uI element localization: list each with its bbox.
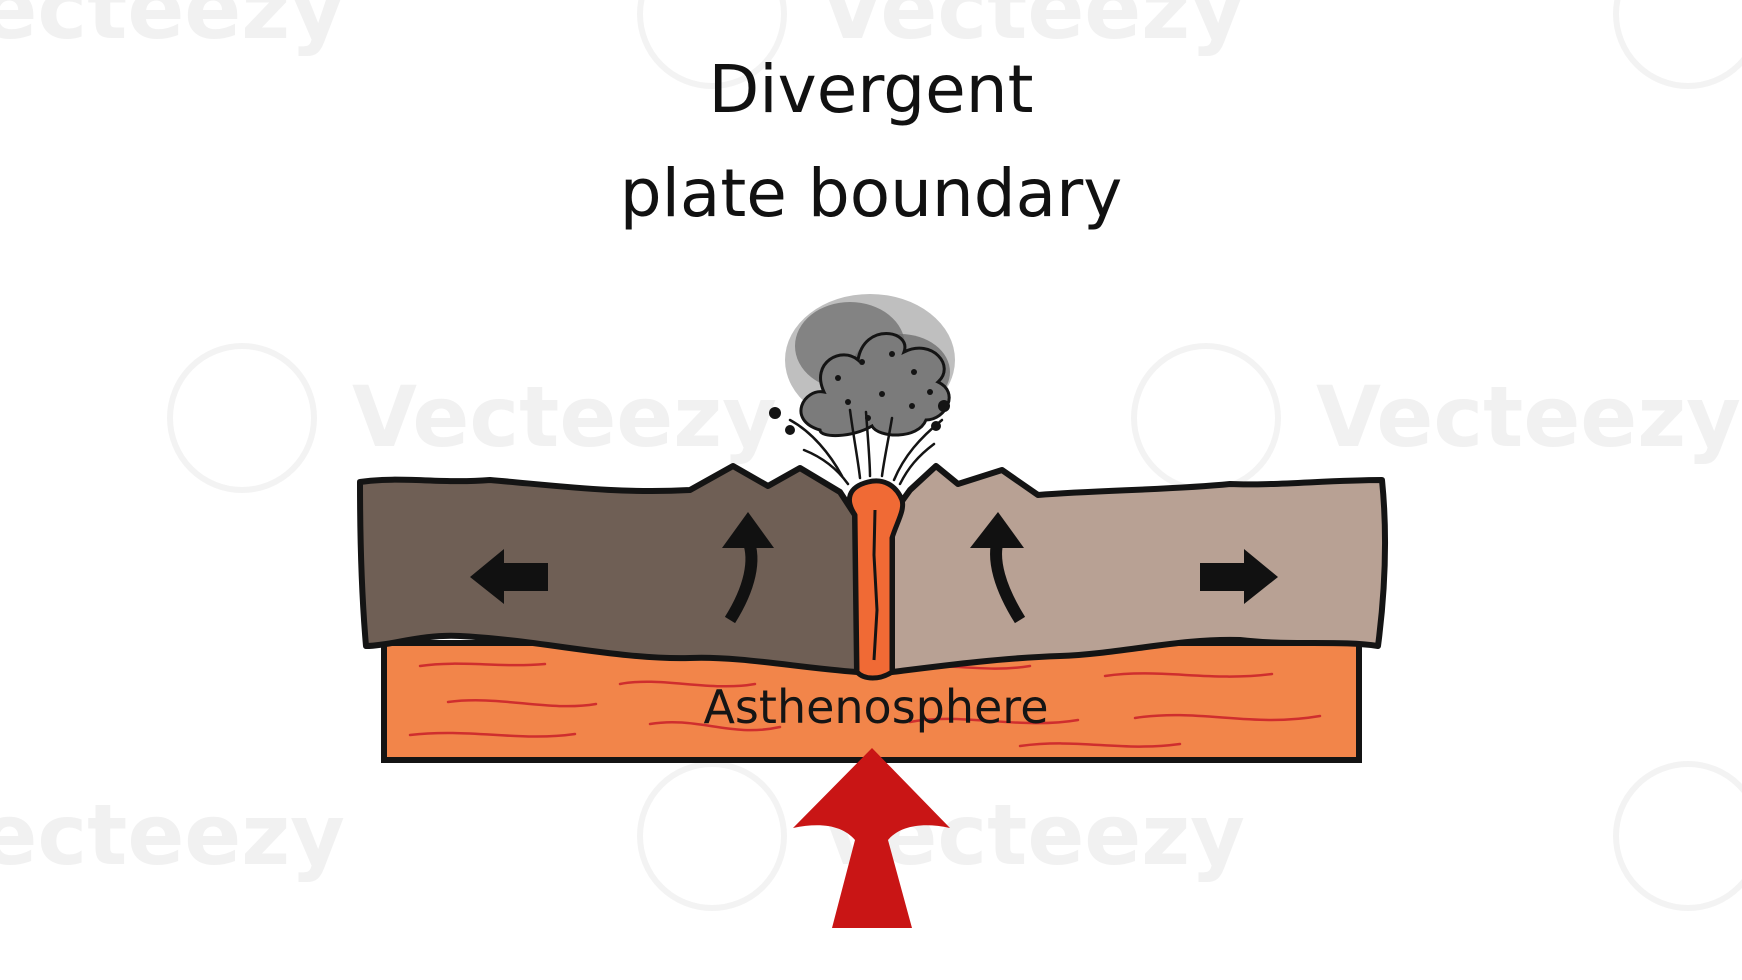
watermark-logo-icon <box>1131 343 1281 493</box>
watermark-text: Vecteezy <box>1316 368 1741 466</box>
watermark-text: Vecteezy <box>0 0 345 58</box>
right-upwelling-arrow-icon <box>970 512 1026 624</box>
watermark-logo-icon <box>1613 761 1742 911</box>
watermark-logo-icon <box>167 343 317 493</box>
magma-crack <box>872 509 879 661</box>
page-title: Divergent plate boundary <box>0 38 1742 246</box>
watermark-text: Vecteezy <box>352 368 777 466</box>
watermark-logo-icon <box>637 0 787 89</box>
watermark-logo-icon <box>637 761 787 911</box>
left-upwelling-arrow-icon <box>722 512 774 624</box>
watermark-layer <box>167 0 1742 911</box>
title-line-1: Divergent <box>708 51 1034 128</box>
watermark-text: Vecteezy <box>820 0 1245 58</box>
watermark-logo-icon <box>1613 0 1742 89</box>
asthenosphere-label: Asthenosphere <box>703 680 1048 734</box>
left-motion-arrow-icon <box>470 549 548 604</box>
asthenosphere-streaks <box>408 662 1322 748</box>
title-line-2: plate boundary <box>619 155 1123 232</box>
right-plate <box>889 463 1388 675</box>
right-motion-arrow-icon <box>1200 549 1278 604</box>
watermark-text: Vecteezy <box>0 786 345 884</box>
upwelling-arrow-icon <box>793 748 950 928</box>
eruption-cloud <box>769 294 955 486</box>
